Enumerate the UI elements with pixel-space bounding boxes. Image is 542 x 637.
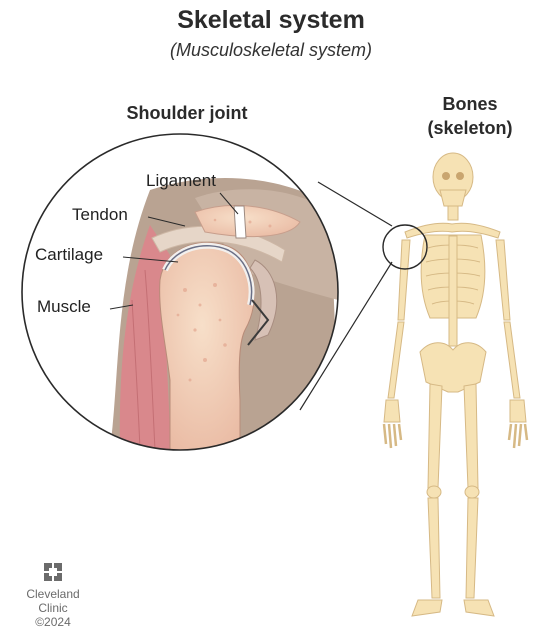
left-arm-bones [398, 240, 410, 320]
logo-line-2: Clinic [20, 601, 86, 615]
logo-line-1: Cleveland [20, 587, 86, 601]
right-arm-bones [496, 240, 510, 320]
muscle-label: Muscle [37, 297, 91, 317]
cartilage-label: Cartilage [35, 245, 103, 265]
left-leg-bones [428, 384, 442, 488]
logo-copyright: ©2024 [20, 615, 86, 629]
cleveland-clinic-mark-icon [43, 562, 63, 582]
tendon-label: Tendon [72, 205, 128, 225]
right-leg-bones [464, 384, 478, 488]
cleveland-clinic-logo: Cleveland Clinic ©2024 [20, 562, 86, 629]
spine [449, 236, 457, 346]
humerus-head [160, 243, 255, 450]
skeleton-figure [384, 153, 527, 616]
ligament-label: Ligament [146, 171, 216, 191]
